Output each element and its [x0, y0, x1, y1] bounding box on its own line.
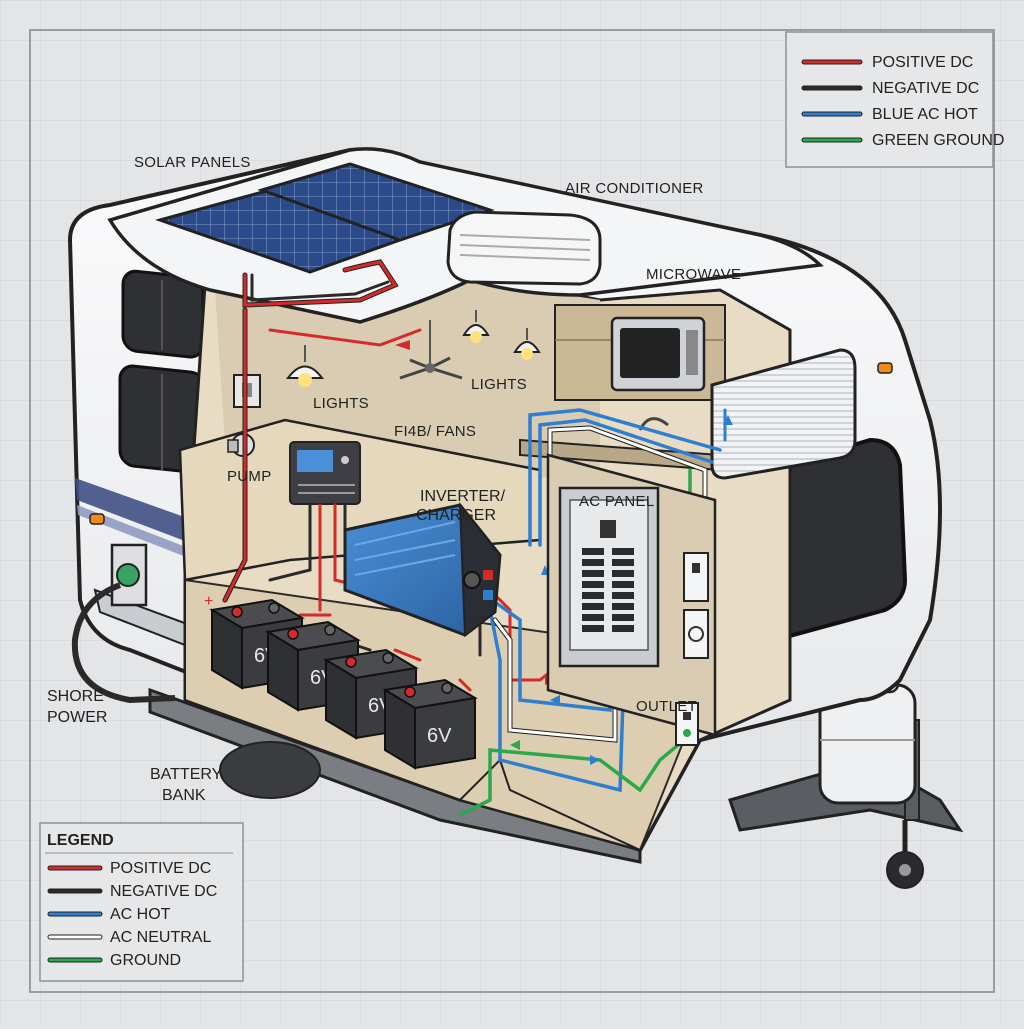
negative-terminal-icon	[441, 682, 453, 694]
battery-4: 6V	[382, 678, 478, 770]
label-ac-panel: AC PANEL	[579, 493, 654, 510]
legend-top-item: NEGATIVE DC	[801, 80, 979, 97]
legend-bottom-item: NEGATIVE DC	[47, 883, 217, 900]
label-pump: PUMP	[227, 468, 272, 485]
outlets	[675, 552, 709, 746]
breaker-switch	[612, 603, 634, 610]
negative-terminal-icon	[268, 602, 280, 614]
label-shore-power-line2: POWER	[47, 709, 107, 726]
breaker-switch	[612, 581, 634, 588]
frame-border	[29, 29, 995, 993]
label-battery-bank-line2: BANK	[162, 787, 206, 804]
inverter-charger	[343, 502, 502, 637]
label-fans: FI4B/ FANS	[394, 423, 476, 440]
arrow-left-icon	[510, 740, 520, 750]
legend-top-item: GREEN GROUND	[801, 132, 1004, 149]
legend-title: LEGEND	[47, 832, 114, 849]
breaker-switch	[582, 570, 604, 577]
label-air-conditioner: AIR CONDITIONER	[565, 180, 704, 197]
shore-power-inlet	[71, 543, 176, 704]
breaker-switch	[582, 559, 604, 566]
legend-label: NEGATIVE DC	[872, 80, 979, 97]
component-labels: SOLAR PANELS AIR CONDITIONER MICROWAVE L…	[47, 154, 741, 804]
positive-terminal-icon	[231, 606, 243, 618]
legend-bottom-item: AC HOT	[47, 906, 171, 923]
left-windows	[118, 269, 207, 474]
breaker-switch	[582, 592, 604, 599]
legend-top: POSITIVE DC NEGATIVE DC BLUE AC HOT GREEN G…	[785, 31, 1004, 168]
label-microwave: MICROWAVE	[646, 266, 741, 283]
label-plus-terminal: +	[204, 593, 213, 610]
ac-hot-wiring	[488, 408, 727, 793]
battery-voltage-label: 6V	[427, 725, 452, 747]
positive-terminal-icon	[345, 656, 357, 668]
legend-label: POSITIVE DC	[110, 860, 211, 877]
label-lights-left: LIGHTS	[313, 395, 369, 412]
label-solar-panels: SOLAR PANELS	[134, 154, 251, 171]
wall-ac-unit	[710, 348, 857, 480]
marker-light-icon	[877, 362, 893, 374]
label-inverter-line2: CHARGER	[416, 507, 496, 524]
arrow-left-icon	[395, 340, 410, 350]
legend-label: BLUE AC HOT	[872, 106, 978, 123]
breaker-switch	[612, 592, 634, 599]
legend-label: AC HOT	[110, 906, 171, 923]
breaker-switch	[582, 581, 604, 588]
arrow-up-icon	[723, 415, 733, 425]
legend-bottom-item: AC NEUTRAL	[47, 929, 211, 946]
breaker-switch	[612, 570, 634, 577]
legend-top-item: BLUE AC HOT	[801, 106, 978, 123]
breaker-array	[582, 548, 634, 632]
breaker-switch	[612, 614, 634, 621]
label-inverter-line1: INVERTER/	[420, 488, 506, 505]
positive-terminal-icon	[404, 686, 416, 698]
charge-controller	[289, 441, 361, 505]
air-conditioner-unit	[446, 210, 602, 286]
legend-bottom-item: POSITIVE DC	[47, 860, 211, 877]
breaker-switch	[612, 625, 634, 632]
label-shore-power-line1: SHORE	[47, 688, 104, 705]
breaker-switch	[612, 559, 634, 566]
positive-terminal-icon	[287, 628, 299, 640]
label-outlet: OUTLET	[636, 698, 697, 715]
legend-label: GROUND	[110, 952, 181, 969]
legend-label: AC NEUTRAL	[110, 929, 211, 946]
label-battery-bank-line1: BATTERY	[150, 766, 223, 783]
negative-terminal-icon	[324, 624, 336, 636]
label-lights-right: LIGHTS	[471, 376, 527, 393]
breaker-switch	[582, 614, 604, 621]
legend-label: GREEN GROUND	[872, 132, 1004, 149]
breaker-switch	[582, 548, 604, 555]
legend-bottom-item: GROUND	[47, 952, 181, 969]
arrow-right-icon	[590, 755, 600, 765]
breaker-switch	[582, 603, 604, 610]
breaker-switch	[582, 625, 604, 632]
legend-top-item: POSITIVE DC	[801, 54, 973, 71]
solar-panels	[154, 162, 495, 274]
breaker-switch	[612, 548, 634, 555]
legend-label: POSITIVE DC	[872, 54, 973, 71]
ceiling-lights	[286, 310, 541, 387]
microwave-appliance	[610, 316, 706, 392]
marker-light-icon	[89, 513, 105, 525]
negative-terminal-icon	[382, 652, 394, 664]
legend-bottom: LEGEND POSITIVE DC NEGATIVE DC AC HOT AC NE…	[39, 822, 244, 982]
arrow-left-icon	[550, 695, 560, 705]
legend-label: NEGATIVE DC	[110, 883, 217, 900]
